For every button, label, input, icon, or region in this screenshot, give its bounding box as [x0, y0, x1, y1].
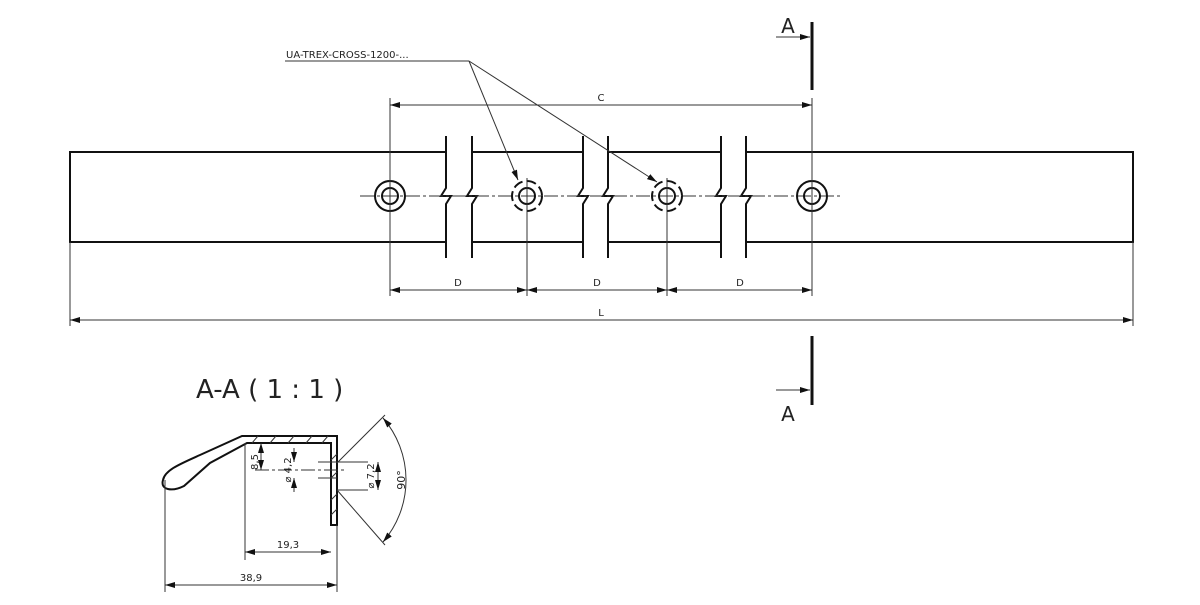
dimension-d-label: D	[736, 278, 744, 289]
hatching	[251, 435, 338, 516]
dim-angle-label: 90°	[395, 470, 408, 490]
dimension-d: D D D	[390, 278, 812, 293]
section-view-title: A-A ( 1 : 1 )	[196, 375, 343, 405]
dimension-d-label: D	[454, 278, 462, 289]
section-marker-bottom: A	[776, 336, 814, 426]
dimension-c: C	[390, 93, 812, 108]
section-marker-label: A	[781, 402, 795, 426]
part-callout: UA-TREX-CROSS-1200-...	[285, 50, 658, 183]
section-view-a-a: A-A ( 1 : 1 ) 8,5 ⌀ 4,2 ⌀ 7,2 90° 19,3 3…	[161, 375, 408, 592]
bar-profile	[69, 151, 1134, 243]
dim-hole-large-label: ⌀ 7,2	[366, 463, 377, 488]
dim-overall-width-label: 38,9	[240, 573, 262, 584]
break-lines	[439, 136, 753, 258]
dimension-d-label: D	[593, 278, 601, 289]
dimension-l-label: L	[598, 308, 604, 319]
dimension-c-label: C	[598, 93, 605, 104]
dim-height-label: 8,5	[250, 454, 261, 470]
dimension-l: L	[70, 308, 1133, 323]
dim-hole-small-label: ⌀ 4,2	[283, 457, 294, 482]
section-marker-label: A	[781, 14, 795, 38]
dim-inner-width-label: 19,3	[277, 540, 299, 551]
part-callout-label: UA-TREX-CROSS-1200-...	[286, 50, 409, 61]
extension-lines	[69, 98, 1134, 326]
section-marker-top: A	[776, 14, 814, 90]
